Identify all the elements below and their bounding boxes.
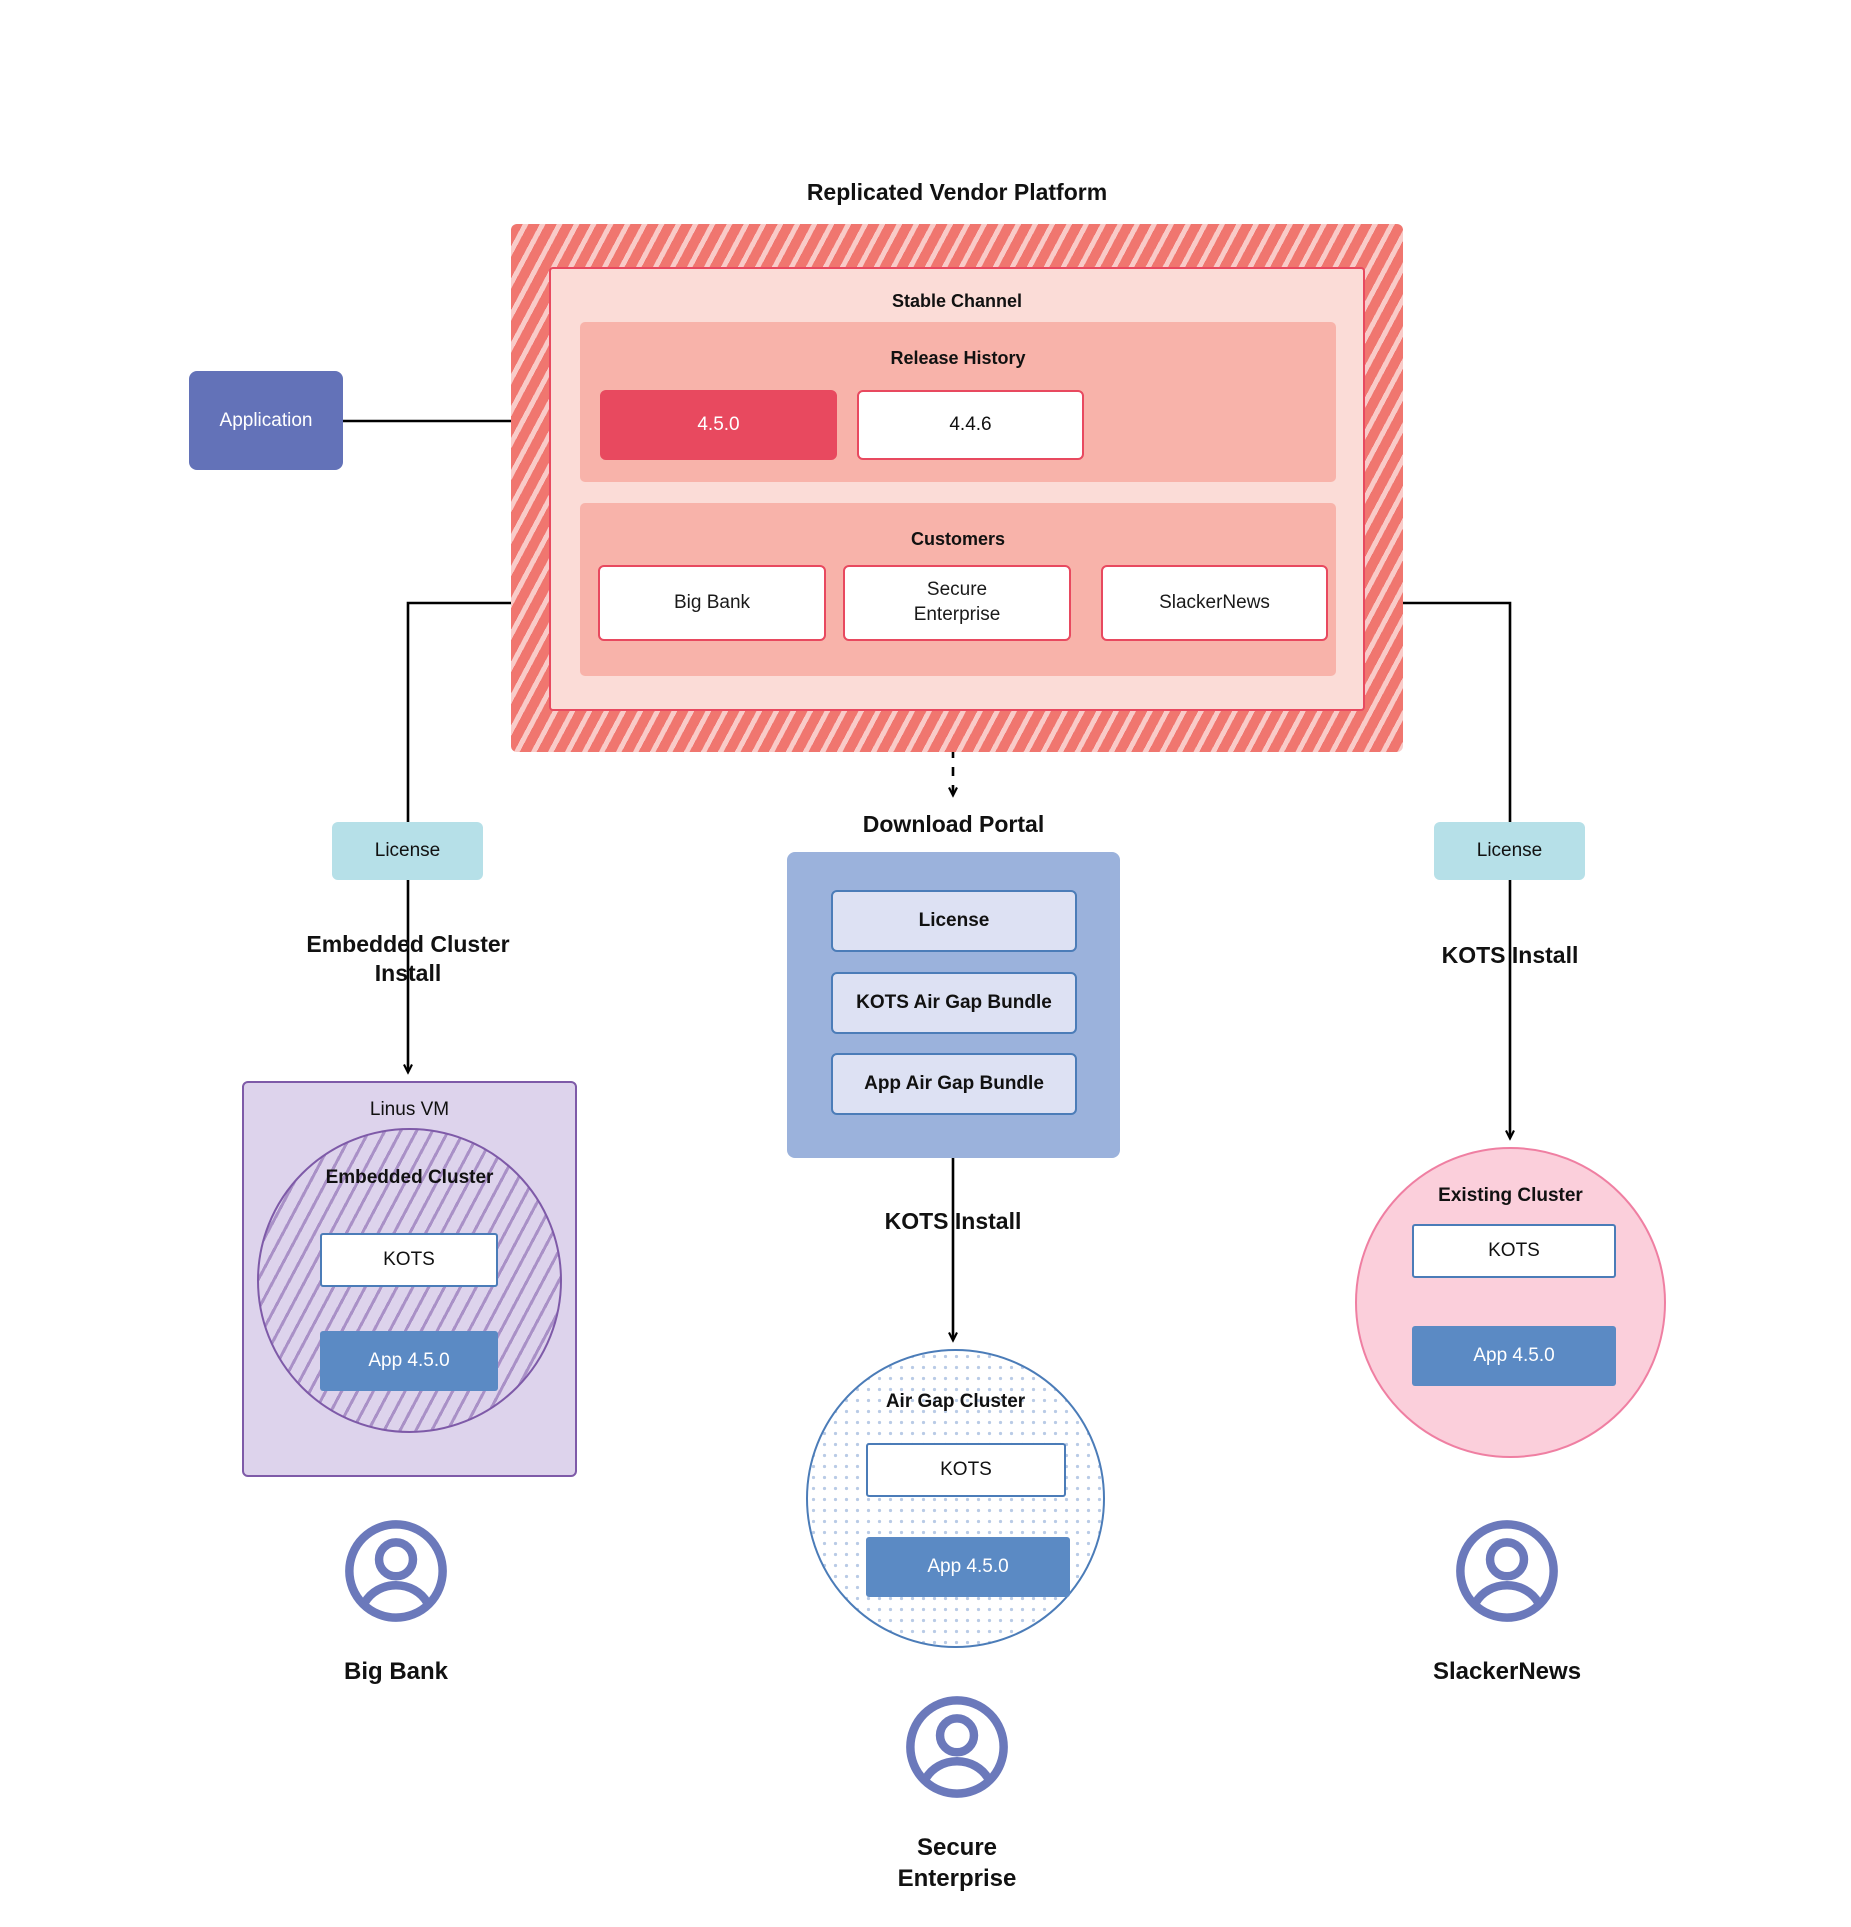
existing-cluster-circle [1355,1147,1666,1458]
flow-label-kots-install-existing: KOTS Install [1441,942,1579,968]
app-node-existing[interactable]: App 4.5.0 [1412,1326,1616,1386]
stable-channel-label: Stable Channel [891,291,1023,311]
embedded-cluster-label: Embedded Cluster [325,1167,494,1188]
customer-footer-label-big-bank: Big Bank [343,1658,448,1685]
air-gap-cluster-circle [806,1349,1105,1648]
license-chip-right[interactable]: License [1434,822,1585,880]
customers-label: Customers [910,529,1006,549]
release-history-label: Release History [890,348,1026,368]
user-avatar-icon [906,1696,1008,1798]
application-node[interactable]: Application [189,371,343,470]
existing-cluster-label: Existing Cluster [1438,1185,1583,1206]
customer-chip-big-bank[interactable]: Big Bank [598,565,826,641]
user-avatar-icon [345,1520,447,1622]
customer-chip-secure-enterprise[interactable]: Secure Enterprise [843,565,1071,641]
app-node-airgap[interactable]: App 4.5.0 [866,1537,1070,1597]
download-item-kots-air-gap-bundle[interactable]: KOTS Air Gap Bundle [831,972,1077,1034]
app-node-embedded[interactable]: App 4.5.0 [320,1331,498,1391]
release-chip-current[interactable]: 4.5.0 [600,390,837,460]
license-chip-left[interactable]: License [332,822,483,880]
customer-chip-slackernews[interactable]: SlackerNews [1101,565,1328,641]
release-chip-previous[interactable]: 4.4.6 [857,390,1084,460]
user-avatar-icon [1456,1520,1558,1622]
kots-node-embedded[interactable]: KOTS [320,1233,498,1287]
download-item-app-air-gap-bundle[interactable]: App Air Gap Bundle [831,1053,1077,1115]
kots-node-airgap[interactable]: KOTS [866,1443,1066,1497]
kots-node-existing[interactable]: KOTS [1412,1224,1616,1278]
download-portal-title: Download Portal [862,811,1045,837]
customer-footer-label-slackernews: SlackerNews [1432,1658,1582,1685]
air-gap-cluster-label: Air Gap Cluster [885,1391,1026,1412]
linus-vm-label: Linus VM [369,1099,450,1120]
customer-footer-label-secure-enterprise: Secure Enterprise [897,1834,1017,1892]
page-title: Replicated Vendor Platform [806,179,1108,205]
flow-label-kots-install-airgap: KOTS Install [884,1208,1022,1234]
download-item-license[interactable]: License [831,890,1077,952]
flow-label-embedded-cluster-install: Embedded Cluster Install [306,931,510,987]
